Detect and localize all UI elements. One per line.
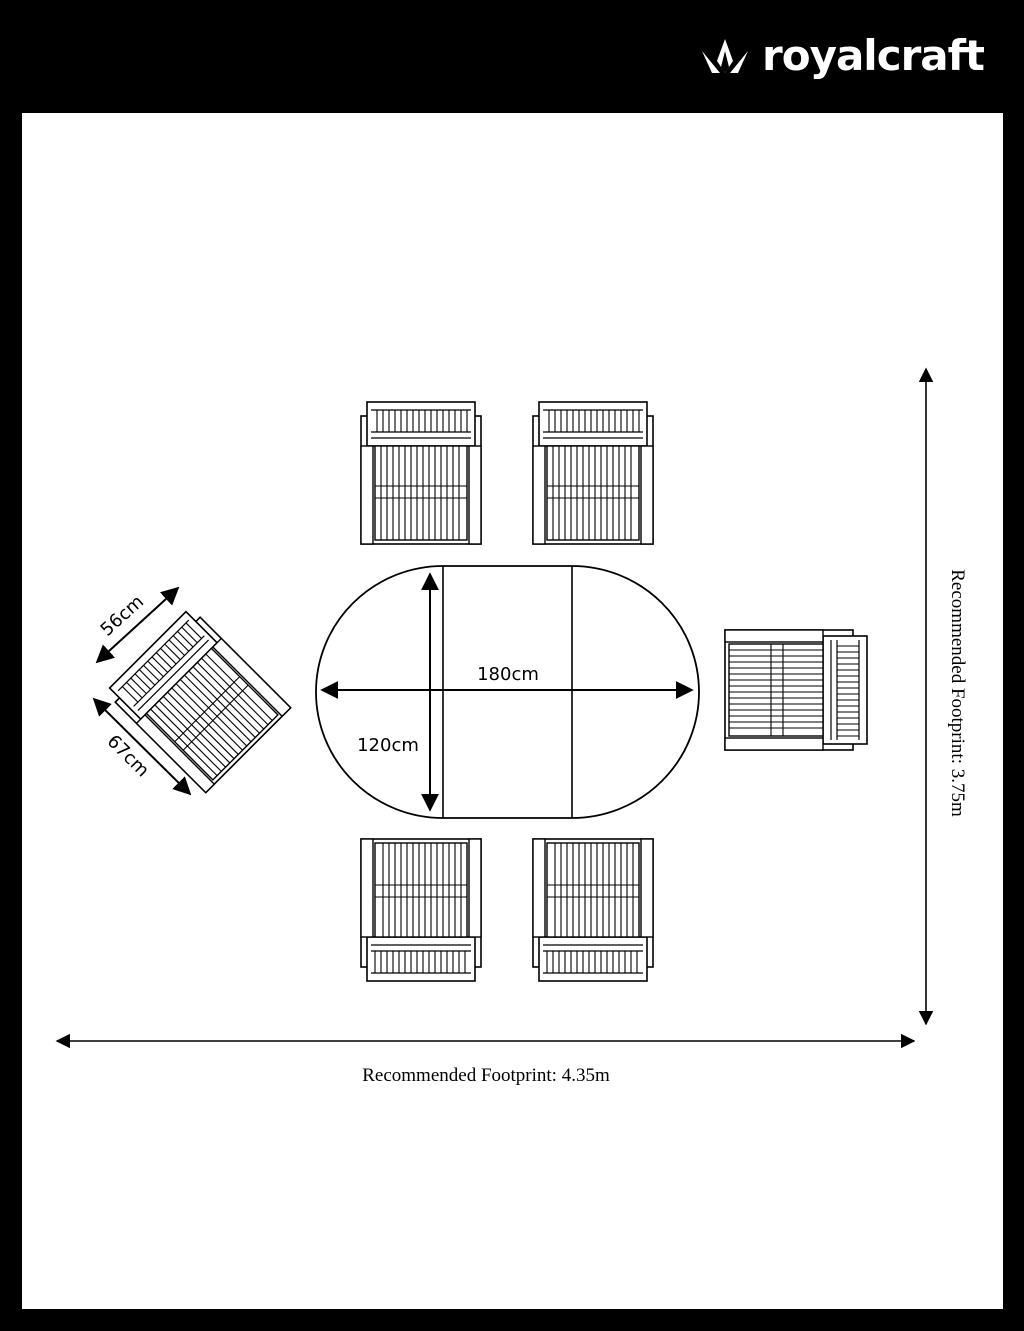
table-width-label: 120cm [357, 735, 419, 756]
chair-depth-arrow [92, 697, 192, 796]
chair-top-left [360, 401, 482, 545]
chair-depth-label: 67cm [103, 731, 153, 781]
crown-leaf-icon [702, 39, 749, 73]
brand-logo: royalcraft [700, 28, 985, 84]
table-length-label: 180cm [477, 664, 539, 685]
brand-name: royalcraft [762, 31, 985, 80]
footprint-vertical-label: Recommended Footprint: 3.75m [947, 569, 968, 817]
chair-width-arrow [95, 586, 180, 664]
header-bar: royalcraft [0, 0, 1024, 112]
chair-bottom-right [532, 838, 654, 982]
footprint-horizontal-label: Recommended Footprint: 4.35m [362, 1065, 610, 1086]
oval-table [315, 565, 700, 819]
chair-right-end [724, 629, 868, 751]
chair-top-right [532, 401, 654, 545]
chair-width-label: 56cm [97, 591, 148, 640]
chair-bottom-left [360, 838, 482, 982]
